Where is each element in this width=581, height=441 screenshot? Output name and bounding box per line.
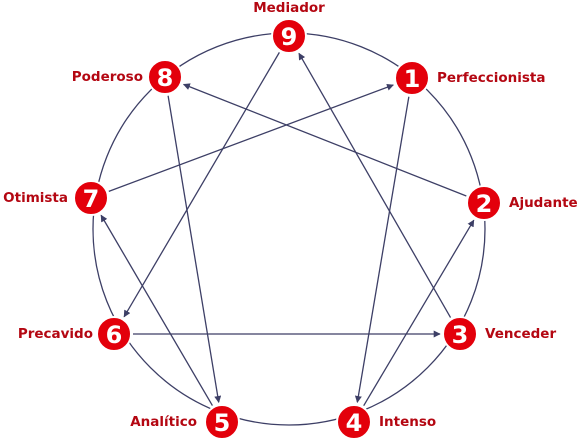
nodes-layer: 1 Perfeccionista 2 Ajudante 3 Venceder 4 Intens… (3, 0, 578, 440)
node-circle-4 (336, 404, 372, 440)
node-circle-9 (271, 18, 307, 54)
node-circle-6 (96, 316, 132, 352)
node-label-1: Perfeccionista (437, 70, 545, 86)
node-number-9: 9 (281, 23, 298, 51)
node-number-2: 2 (476, 190, 493, 218)
node-number-3: 3 (452, 321, 469, 349)
node-number-8: 8 (157, 64, 174, 92)
arrow-8-to-5 (167, 95, 222, 403)
arrow-9-to-6 (123, 52, 280, 318)
node-label-3: Venceder (485, 326, 556, 342)
arrow-1-to-4 (354, 96, 410, 403)
node-label-8: Poderoso (72, 69, 143, 85)
node-number-7: 7 (83, 185, 100, 213)
node-2: 2 Ajudante (466, 185, 578, 221)
arrow-5-to-7 (100, 214, 213, 406)
node-5: 5 Analítico (130, 404, 240, 440)
node-circle-7 (73, 180, 109, 216)
node-7: 7 Otimista (3, 180, 109, 216)
node-8: 8 Poderoso (72, 59, 183, 95)
enneagram-circle (92, 32, 486, 426)
node-circle-2 (466, 185, 502, 221)
node-1: 1 Perfeccionista (394, 60, 545, 96)
node-number-6: 6 (106, 321, 123, 349)
node-3: 3 Venceder (442, 316, 556, 352)
node-label-9: Mediador (253, 0, 325, 16)
node-circle-8 (147, 59, 183, 95)
node-9: 9 Mediador (253, 0, 325, 54)
arrow-7-to-1 (108, 83, 394, 192)
node-number-1: 1 (404, 65, 421, 93)
arrows-layer (100, 52, 475, 406)
node-label-4: Intenso (379, 414, 436, 430)
node-circle-5 (204, 404, 240, 440)
node-circle-1 (394, 60, 430, 96)
node-4: 4 Intenso (336, 404, 436, 440)
node-number-5: 5 (214, 409, 231, 437)
node-6: 6 Precavido (18, 316, 132, 352)
arrow-4-to-2 (363, 219, 475, 406)
node-number-4: 4 (346, 409, 363, 437)
node-label-6: Precavido (18, 326, 93, 342)
node-label-7: Otimista (3, 190, 68, 206)
node-label-5: Analítico (130, 414, 197, 430)
node-label-2: Ajudante (509, 195, 578, 211)
arrow-3-to-9 (298, 52, 452, 318)
node-circle-3 (442, 316, 478, 352)
arrow-2-to-8 (182, 83, 467, 197)
